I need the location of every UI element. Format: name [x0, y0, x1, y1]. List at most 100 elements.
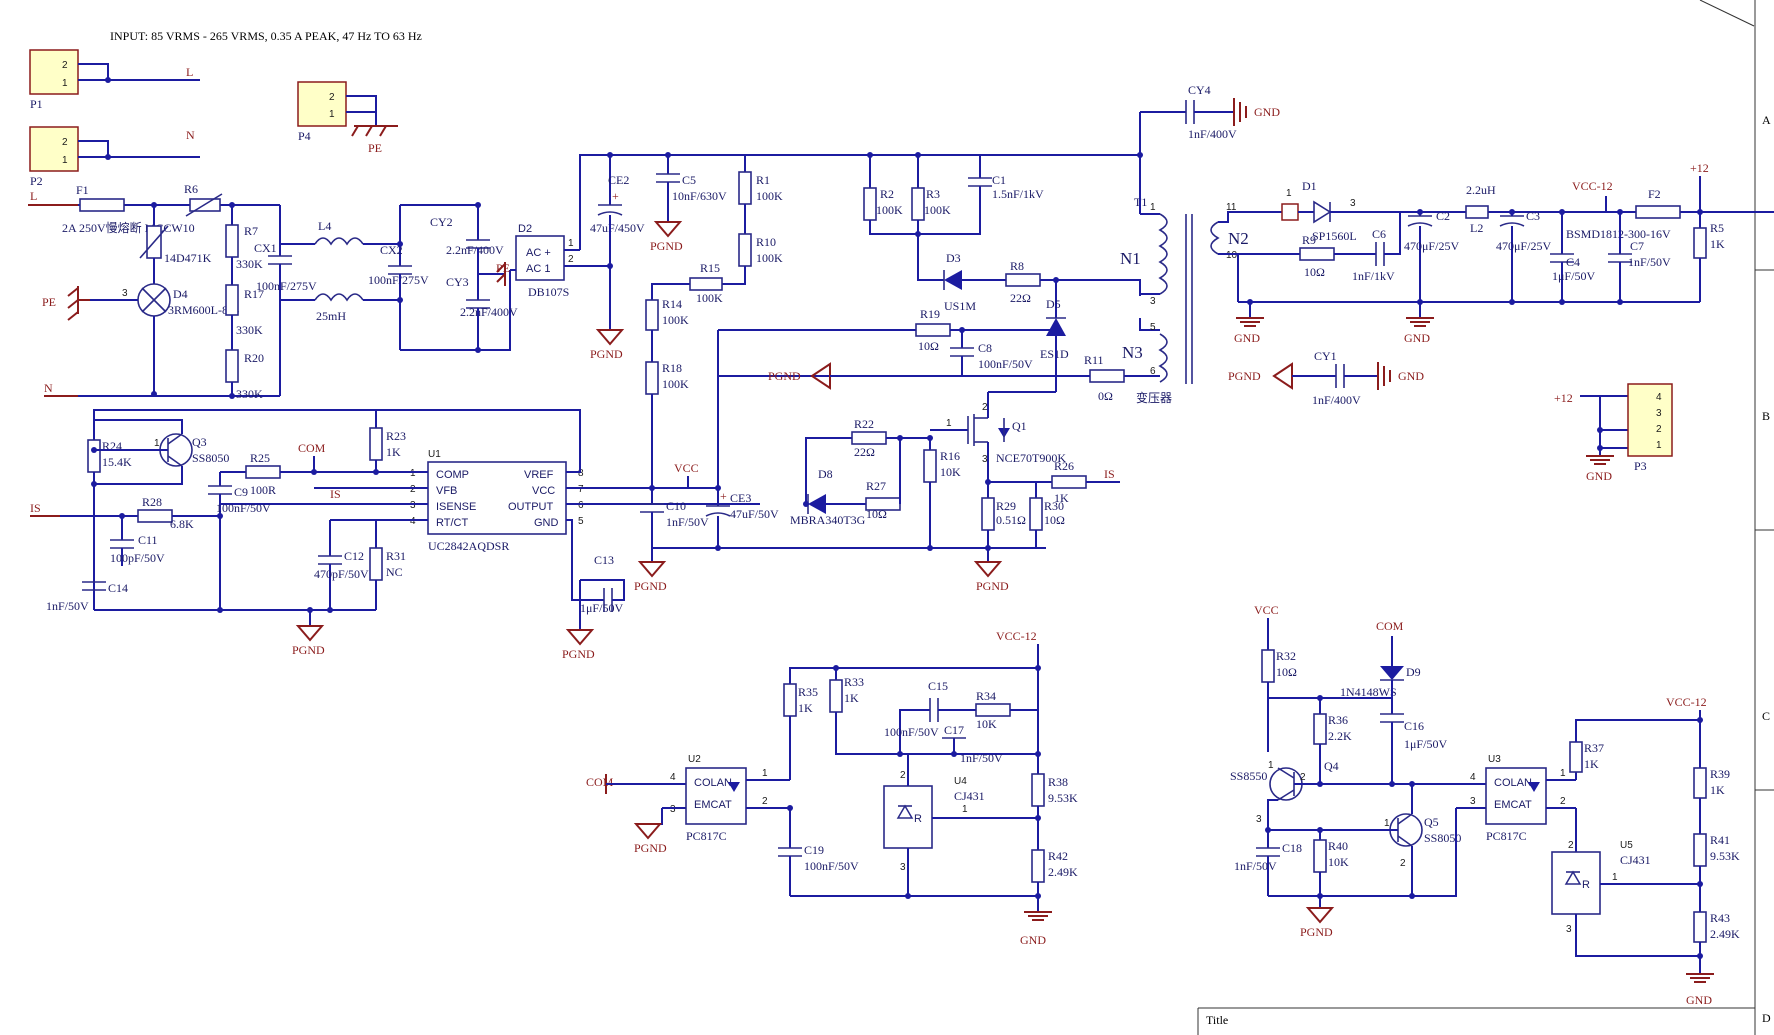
svg-text:D8: D8: [818, 467, 833, 481]
svg-text:R35: R35: [798, 685, 818, 699]
svg-text:C11: C11: [138, 533, 158, 547]
svg-text:R28: R28: [142, 495, 162, 509]
svg-text:PGND: PGND: [634, 841, 667, 855]
svg-text:Q1: Q1: [1012, 419, 1027, 433]
zone-label-b: B: [1762, 409, 1770, 423]
svg-text:1K: 1K: [1584, 757, 1599, 771]
resistor-r2: [863, 187, 877, 221]
svg-text:COM: COM: [1376, 619, 1404, 633]
svg-text:R22: R22: [854, 417, 874, 431]
svg-text:CJ431: CJ431: [954, 789, 985, 803]
svg-text:C8: C8: [978, 341, 992, 355]
svg-text:100nF/275V: 100nF/275V: [256, 279, 317, 293]
svg-text:R38: R38: [1048, 775, 1068, 789]
svg-text:100nF/50V: 100nF/50V: [216, 501, 271, 515]
net-label-pe-mid: PE: [496, 261, 510, 275]
resistor-r32: [1261, 649, 1275, 683]
svg-text:10Ω: 10Ω: [1304, 265, 1325, 279]
fuse-f1: [79, 198, 125, 212]
svg-text:10Ω: 10Ω: [1044, 513, 1065, 527]
svg-text:R: R: [1582, 879, 1590, 891]
resistor-r31: [369, 547, 383, 581]
connector-p2-ref: P2: [30, 174, 43, 188]
connector-p4: 2 1 P4 PE: [297, 81, 398, 155]
svg-text:R16: R16: [940, 449, 960, 463]
svg-text:VCC-12: VCC-12: [996, 629, 1037, 643]
svg-text:C6: C6: [1372, 227, 1386, 241]
svg-text:3: 3: [410, 500, 416, 511]
svg-text:3RM600L-8/B: 3RM600L-8/B: [168, 303, 239, 317]
svg-text:COM: COM: [298, 441, 326, 455]
svg-text:0.51Ω: 0.51Ω: [996, 513, 1026, 527]
feedback-network: COM 4 3 PGND U2 COLAN EMCAT PC817C 1 2 R…: [586, 629, 1078, 947]
net-label-n1: N: [186, 128, 195, 142]
svg-text:R5: R5: [1710, 221, 1724, 235]
svg-text:L2: L2: [1470, 221, 1483, 235]
resistor-r37: [1569, 741, 1583, 773]
resistor-r3: [911, 187, 925, 221]
svg-text:BSMD1812-300-16V: BSMD1812-300-16V: [1566, 227, 1671, 241]
svg-text:100K: 100K: [876, 203, 903, 217]
svg-text:0Ω: 0Ω: [1098, 389, 1113, 403]
svg-text:R15: R15: [700, 261, 720, 275]
svg-text:R20: R20: [244, 351, 264, 365]
svg-text:COLAN: COLAN: [694, 777, 732, 789]
svg-text:C3: C3: [1526, 209, 1540, 223]
svg-text:6: 6: [578, 500, 584, 511]
svg-text:3: 3: [1350, 198, 1356, 209]
svg-text:U2: U2: [688, 754, 701, 765]
svg-text:C2: C2: [1436, 209, 1450, 223]
svg-text:2.2nF/400V: 2.2nF/400V: [446, 243, 504, 257]
svg-text:5: 5: [578, 516, 584, 527]
svg-text:470μF/25V: 470μF/25V: [1496, 239, 1551, 253]
svg-text:F1: F1: [76, 183, 89, 197]
svg-text:R34: R34: [976, 689, 996, 703]
svg-text:C10: C10: [666, 499, 686, 513]
svg-text:R18: R18: [662, 361, 682, 375]
svg-text:UC2842AQDSR: UC2842AQDSR: [428, 539, 509, 553]
resistor-r28: [137, 509, 173, 523]
svg-text:14D471K: 14D471K: [164, 251, 212, 265]
resistor-r25: [245, 465, 281, 479]
resistor-r39: [1693, 767, 1707, 799]
svg-text:R8: R8: [1010, 259, 1024, 273]
resistor-r1: [738, 171, 752, 205]
svg-text:1nF/50V: 1nF/50V: [1234, 859, 1277, 873]
svg-text:P3: P3: [1634, 459, 1647, 473]
svg-text:3: 3: [670, 804, 676, 815]
svg-text:2: 2: [329, 92, 335, 103]
svg-text:R25: R25: [250, 451, 270, 465]
svg-text:VCC-12: VCC-12: [1572, 179, 1613, 193]
shunt-regulator-u4: [883, 785, 933, 849]
svg-text:5: 5: [1150, 322, 1156, 333]
zone-label-a: A: [1762, 113, 1771, 127]
svg-text:CE2: CE2: [608, 173, 629, 187]
svg-text:1: 1: [568, 238, 574, 249]
svg-text:10K: 10K: [940, 465, 961, 479]
svg-text:C12: C12: [344, 549, 364, 563]
resistor-r15: [689, 277, 723, 291]
svg-text:D9: D9: [1406, 665, 1421, 679]
svg-text:SP1560L: SP1560L: [1312, 229, 1357, 243]
svg-text:C19: C19: [804, 843, 824, 857]
svg-text:C16: C16: [1404, 719, 1424, 733]
input-spec-note: INPUT: 85 VRMS - 265 VRMS, 0.35 A PEAK, …: [110, 29, 422, 43]
svg-text:2: 2: [1400, 858, 1406, 869]
svg-text:2: 2: [1568, 840, 1574, 851]
svg-text:R14: R14: [662, 297, 682, 311]
svg-text:100pF/50V: 100pF/50V: [110, 551, 165, 565]
resistor-r43: [1693, 911, 1707, 943]
connector-p2: 2 1 P2 N: [29, 126, 200, 188]
svg-text:3: 3: [1256, 814, 1262, 825]
svg-text:R19: R19: [920, 307, 940, 321]
svg-text:N1: N1: [1120, 249, 1141, 268]
svg-text:2.2nF/400V: 2.2nF/400V: [460, 305, 518, 319]
svg-text:R17: R17: [244, 287, 264, 301]
svg-text:D2: D2: [518, 223, 532, 235]
resistor-r7: [225, 224, 239, 258]
svg-text:IS: IS: [330, 487, 341, 501]
svg-text:10: 10: [1226, 250, 1238, 261]
ic-uc2842: [427, 461, 567, 535]
svg-text:2A 250V慢熔断 MCCW10: 2A 250V慢熔断 MCCW10: [62, 220, 195, 235]
svg-text:C13: C13: [594, 553, 614, 567]
